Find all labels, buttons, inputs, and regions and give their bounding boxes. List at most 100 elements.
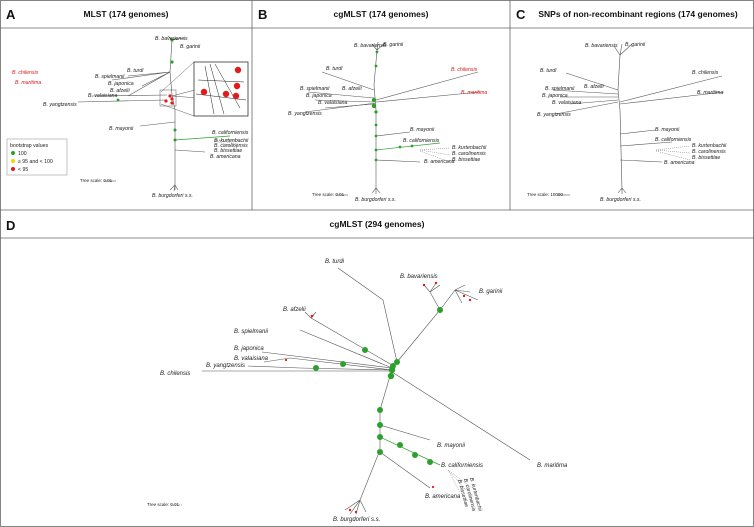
support-node (437, 307, 443, 313)
support-node (374, 148, 378, 152)
label-garinii: B. garinii (625, 42, 646, 48)
tree-c-americana-branch (619, 159, 663, 163)
label-americana: B. americana (424, 159, 455, 165)
tree-d-burgdorferi-clade (344, 499, 367, 515)
support-node (377, 434, 383, 440)
support-node (387, 372, 395, 380)
support-node (170, 60, 174, 64)
panel-c-letter: C (516, 7, 526, 22)
panel-b-letter: B (258, 7, 267, 22)
tree-a-burgdorferi-clade (169, 184, 179, 192)
label-turdi: B. turdi (540, 68, 557, 74)
support-node (398, 145, 402, 149)
label-maritima: B. maritima (461, 90, 487, 96)
support-node-low (468, 298, 472, 302)
label-afzelii: B. afzelii (342, 86, 362, 92)
tree-d-bavariensis-backbone (396, 289, 456, 363)
label-americana: B. americana (425, 494, 461, 500)
label-turdi: B. turdi (325, 259, 345, 265)
label-carolinensis: B. carolinensis (452, 151, 486, 157)
tree-d-turdi-branch (337, 267, 398, 371)
support-node-low (233, 82, 241, 90)
label-afzelii: B. afzelii (584, 84, 604, 90)
tree-b-upper-branches (307, 71, 375, 109)
tree-b-mayonii-branch (375, 131, 411, 137)
label-bavariensis: B. bavariensis (155, 36, 188, 42)
label-valaisiana: B. valaisiana (552, 100, 582, 106)
support-node (374, 64, 378, 68)
panel-c-tree: B. bavariensis B. garinii B. turdi B. ch… (527, 42, 727, 203)
legend-swatch-red (11, 167, 15, 171)
tree-b-bavariensis-clade (371, 41, 386, 51)
support-node (397, 442, 403, 448)
label-mayonii: B. mayonii (655, 127, 680, 133)
tree-c-kurtenbachii-clade (655, 145, 691, 161)
label-burgdorferi: B. burgdorferi s.s. (152, 193, 193, 199)
tree-d-afzelii-branch (310, 317, 393, 366)
support-node-low (310, 314, 314, 318)
label-garinii: B. garinii (180, 44, 201, 50)
tree-b-kurtenbachii-clade (419, 147, 451, 163)
tree-b-californiensis-branch (375, 142, 441, 151)
support-node-low (232, 92, 240, 100)
panel-d-tree: B. turdi B. bavariensis B. garinii B. af… (147, 259, 568, 523)
tree-c-bavariensis-clade (613, 43, 633, 56)
legend-label-100: 100 (18, 151, 27, 157)
tree-c-upper-branches (552, 72, 619, 115)
label-californiensis: B. californiensis (212, 130, 249, 136)
label-burgdorferi: B. burgdorferi s.s. (600, 197, 641, 203)
label-turdi: B. turdi (326, 66, 343, 72)
tree-d-kurtenbachii-clade (447, 469, 473, 493)
support-node-low (462, 294, 466, 298)
label-bissettiae: B. bissettiae (214, 148, 242, 154)
tree-d-afzelii-clade (304, 311, 317, 319)
label-bavariensis: B. bavariensis (400, 274, 438, 280)
tree-c-californiensis-branch (619, 141, 673, 147)
tree-d-garinii-clade (454, 284, 479, 304)
label-bissettiae: B. bissettiae (452, 157, 480, 163)
support-node (427, 459, 433, 465)
label-bavariensis: B. bavariensis (354, 43, 387, 49)
support-node (173, 138, 177, 142)
support-node (374, 158, 378, 162)
support-node-low (222, 90, 230, 98)
zoom-branches (195, 63, 247, 115)
label-yangtzensis: B. yangtzensis (288, 111, 322, 117)
panel-a-title: MLST (174 genomes) (83, 9, 168, 19)
support-node-low (422, 283, 426, 287)
support-node (377, 449, 383, 455)
support-node (410, 144, 414, 148)
support-node-low (431, 485, 435, 489)
tree-b-backbone (373, 49, 378, 190)
tree-c-chilensis-branches (619, 75, 725, 105)
label-chilensis: B. chilensis (451, 67, 478, 73)
label-chilensis: B. chilensis (692, 70, 719, 76)
label-spielmanii: B. spielmanii (95, 74, 125, 80)
label-californiensis: B. californiensis (441, 463, 483, 469)
tree-b-burgdorferi-clade (371, 187, 381, 194)
support-node (377, 422, 383, 428)
support-node (374, 123, 378, 127)
tree-scale-c: Tree scale: 10000 (527, 192, 563, 197)
label-chilensis: B. chilensis (12, 70, 39, 76)
tree-d-americana-branch (379, 451, 431, 489)
label-kurtenbachii: B. kurtenbachii (692, 143, 727, 149)
tree-c-burgdorferi-clade (617, 187, 627, 194)
support-node (173, 128, 177, 132)
tree-scale-d: Tree scale: 0.01 (147, 502, 180, 507)
support-node-low (284, 358, 288, 362)
support-node-low (168, 94, 172, 98)
support-node (374, 110, 378, 114)
tree-d-maritima-branch (391, 371, 531, 461)
tree-d-bavariensis-clade (423, 282, 441, 311)
support-node-low (348, 508, 352, 512)
support-node-low (434, 281, 438, 285)
legend-swatch-green (11, 151, 15, 155)
label-americana: B. americana (210, 154, 241, 160)
label-mayonii: B. mayonii (410, 127, 435, 133)
support-node (374, 134, 378, 138)
label-americana: B. americana (664, 160, 695, 166)
label-chilensis: B. chilensis (160, 371, 190, 377)
